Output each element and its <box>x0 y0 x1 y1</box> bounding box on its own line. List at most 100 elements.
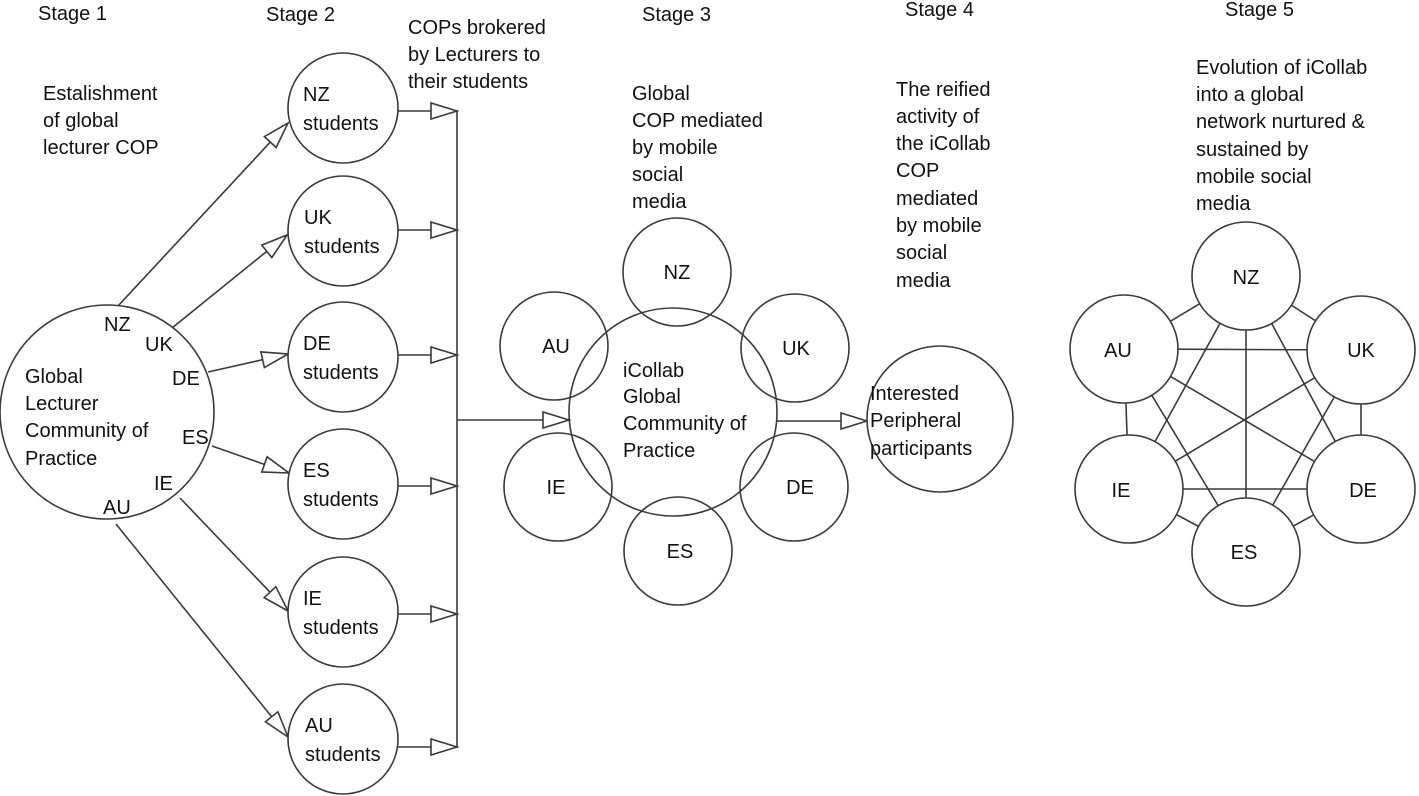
satellite-label: IE <box>547 477 566 499</box>
satellite-label: DE <box>786 477 814 499</box>
satellite-circle <box>622 217 732 327</box>
peripheral-label-line: participants <box>870 438 972 460</box>
satellite-uk: UK <box>740 293 850 403</box>
caption-line: activity of <box>896 106 980 128</box>
stage-1-heading: Stage 1 <box>38 3 107 25</box>
caption-line: of global <box>43 110 119 132</box>
bus-to-icollab-arrow <box>457 410 572 430</box>
caption-line: media <box>1196 193 1251 215</box>
stage-3-heading: Stage 3 <box>642 4 711 26</box>
center-label-line: Lecturer <box>25 393 99 415</box>
satellite-circle <box>499 291 609 401</box>
student-country: DE <box>303 333 331 355</box>
center-label-line: Global <box>623 386 681 408</box>
student-node-nz: NZ students <box>287 52 399 164</box>
caption-line: social <box>632 164 683 186</box>
center-label-line: Global <box>25 366 83 388</box>
country-label-es: ES <box>182 427 209 449</box>
network-node-au: AU <box>1069 294 1179 404</box>
caption-line: media <box>632 191 687 213</box>
stage-1-group: Global Lecturer Community of Practice NZ… <box>0 304 215 520</box>
student-circle <box>287 301 399 413</box>
student-sub: students <box>304 236 380 258</box>
peripheral-label-line: Peripheral <box>870 410 961 432</box>
arrow-uk-shaft <box>171 250 268 329</box>
satellite-ie: IE <box>503 432 613 542</box>
caption-line: the iCollab <box>896 133 991 155</box>
center-label-line: Practice <box>623 440 695 462</box>
arrow-ie-shaft <box>179 497 271 593</box>
caption-line: mobile social <box>1196 166 1312 188</box>
center-label-line: Community of <box>623 413 747 435</box>
caption-line: lecturer COP <box>43 137 159 159</box>
student-sub: students <box>305 744 381 766</box>
arrow-au-head <box>264 710 290 740</box>
peripheral-arrow-head <box>840 411 870 431</box>
caption-line: mediated <box>896 188 978 210</box>
student-circle <box>287 52 399 164</box>
network-node-es: ES <box>1191 497 1301 607</box>
caption-line: Evolution of iCollab <box>1196 57 1367 79</box>
students-arrow-3-head <box>430 476 460 496</box>
student-node-es: ES students <box>287 428 399 540</box>
network-label: AU <box>1104 340 1132 362</box>
students-arrow-0-head <box>430 101 460 121</box>
stage-5-caption: Evolution of iCollab into a global netwo… <box>1196 57 1367 215</box>
lecturer-to-students-arrows <box>115 121 292 740</box>
network-circle <box>1191 221 1301 331</box>
network-label: IE <box>1112 480 1131 502</box>
network-label: NZ <box>1233 267 1260 289</box>
caption-line: Estalishment <box>43 83 158 105</box>
network-circle <box>1069 294 1179 404</box>
student-circle <box>287 428 399 540</box>
student-country: NZ <box>303 84 330 106</box>
network-label: ES <box>1231 542 1258 564</box>
students-arrow-5-head <box>430 737 460 757</box>
network-circle <box>1306 295 1416 405</box>
global-lecturer-cop-circle <box>0 304 215 520</box>
satellite-de: DE <box>739 432 849 542</box>
student-sub: students <box>303 113 379 135</box>
arrow-es-head <box>260 455 292 474</box>
arrow-ie-head <box>262 585 290 613</box>
stage-4-heading: Stage 4 <box>905 0 974 21</box>
network-circle <box>1191 497 1301 607</box>
stage-2-group: NZ students UK students DE students ES s… <box>287 52 399 795</box>
arrow-es-shaft <box>211 445 265 466</box>
icollab-global-cop-circle <box>568 307 778 517</box>
caption-line: into a global <box>1196 84 1304 106</box>
arrow-au-shaft <box>115 523 273 718</box>
peripheral-label-line: Interested <box>870 383 959 405</box>
arrow-uk-head <box>260 233 290 259</box>
students-arrow-1-head <box>430 220 460 240</box>
country-label-au: AU <box>103 497 131 519</box>
satellite-circle <box>739 432 849 542</box>
student-node-de: DE students <box>287 301 399 413</box>
students-to-bus-arrows <box>398 101 460 757</box>
stage-4-caption: The reified activity of the iCollab COP … <box>896 79 991 292</box>
stage-5-group: NZ UK DE ES IE AU <box>1069 221 1416 607</box>
student-country: IE <box>303 588 322 610</box>
student-sub: students <box>303 489 379 511</box>
caption-line: by Lecturers to <box>408 44 540 66</box>
brokered-caption: COPs brokered by Lecturers to their stud… <box>408 17 546 93</box>
arrow-de-shaft <box>207 358 263 373</box>
student-country: AU <box>305 715 333 737</box>
center-label-line: Practice <box>25 448 97 470</box>
network-node-ie: IE <box>1074 434 1184 544</box>
satellite-label: NZ <box>664 262 691 284</box>
center-label-line: Community of <box>25 420 149 442</box>
student-country: ES <box>303 460 330 482</box>
stage-1-caption: Estalishment of global lecturer COP <box>43 83 159 159</box>
caption-line: COPs brokered <box>408 17 546 39</box>
caption-line: COP <box>896 160 939 182</box>
network-node-nz: NZ <box>1191 221 1301 331</box>
satellite-circle <box>503 432 613 542</box>
arrow-nz-head <box>263 121 290 149</box>
caption-line: their students <box>408 71 528 93</box>
caption-line: by mobile <box>632 137 718 159</box>
caption-line: COP mediated <box>632 110 763 132</box>
satellite-label: UK <box>782 338 810 360</box>
icollab-to-peripheral-arrow <box>777 411 870 431</box>
satellite-es: ES <box>623 496 733 606</box>
